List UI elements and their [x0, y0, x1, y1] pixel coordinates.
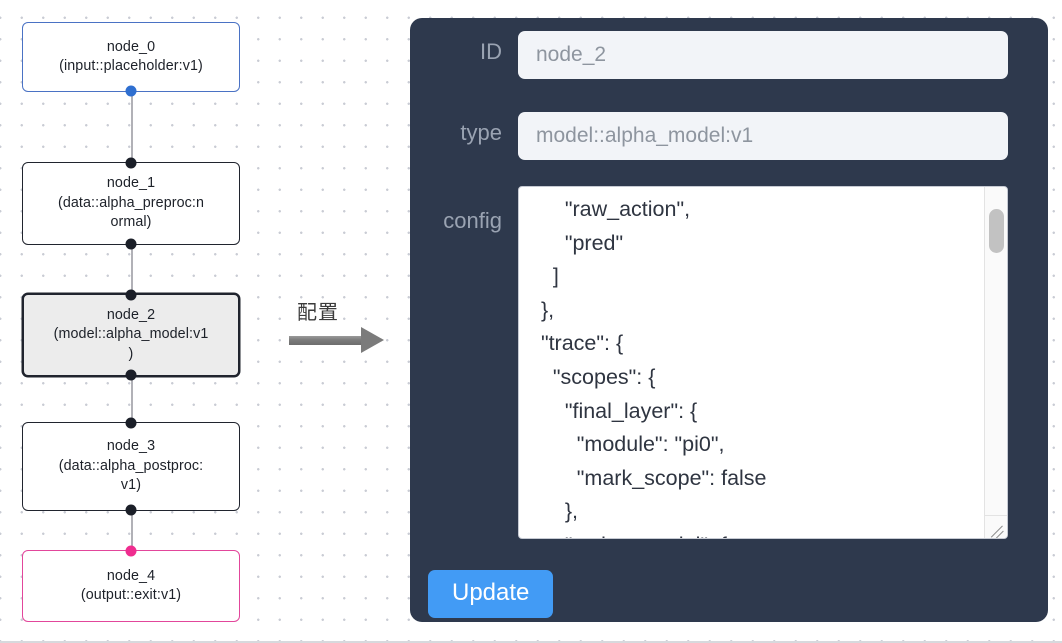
node-config-panel: ID type config "raw_action", "pred" ] },…	[410, 18, 1048, 622]
id-field-label: ID	[480, 39, 502, 64]
flow-annotation: 配置	[289, 296, 395, 362]
node-handle-target[interactable]	[125, 289, 137, 301]
type-field-label: type	[460, 120, 502, 145]
config-scrollbar[interactable]	[984, 187, 1007, 538]
edge-node0-node1	[131, 92, 134, 162]
config-textarea[interactable]: "raw_action", "pred" ] }, "trace": { "sc…	[540, 197, 767, 538]
node-handle-source[interactable]	[125, 369, 137, 381]
graph-node-label: node_4 (output::exit:v1)	[80, 567, 182, 604]
edge-node1-node2	[131, 245, 134, 293]
graph-node-node_4[interactable]: node_4 (output::exit:v1)	[22, 545, 240, 622]
field-row-type: type	[410, 112, 1008, 160]
page-bottom-edge	[0, 641, 1062, 643]
update-button[interactable]: Update	[428, 570, 554, 618]
config-field-label: config	[443, 208, 502, 233]
edge-node2-node3	[131, 377, 134, 422]
node-handle-target[interactable]	[125, 417, 137, 429]
graph-node-node_2[interactable]: node_2 (model::alpha_model:v1 )	[22, 289, 240, 381]
graph-node-label: node_1 (data::alpha_preproc:n ormal)	[57, 175, 205, 231]
graph-node-label: node_2 (model::alpha_model:v1 )	[53, 306, 209, 362]
node-handle-source[interactable]	[125, 504, 137, 516]
config-textarea-wrapper[interactable]: "raw_action", "pred" ] }, "trace": { "sc…	[518, 186, 1008, 539]
arrow-shaft	[289, 336, 363, 345]
graph-node-label: node_3 (data::alpha_postproc: v1)	[58, 438, 204, 494]
annotation-caption: 配置	[297, 300, 339, 324]
field-row-config: config "raw_action", "pred" ] }, "trace"…	[410, 186, 1008, 539]
graph-node-label: node_0 (input::placeholder:v1)	[59, 38, 203, 75]
edge-node3-node4	[131, 511, 134, 550]
graph-node-node_3[interactable]: node_3 (data::alpha_postproc: v1)	[22, 417, 240, 516]
node-handle-target[interactable]	[125, 157, 137, 169]
node-handle-source[interactable]	[125, 238, 137, 250]
node-handle-target[interactable]	[125, 545, 137, 557]
id-input[interactable]	[518, 31, 1008, 79]
config-scrollbar-thumb[interactable]	[989, 209, 1004, 253]
graph-node-node_0[interactable]: node_0 (input::placeholder:v1)	[22, 22, 240, 97]
type-input[interactable]	[518, 112, 1008, 160]
field-row-id: ID	[410, 31, 1008, 79]
node-handle-source[interactable]	[125, 85, 137, 97]
graph-canvas[interactable]: node_0 (input::placeholder:v1) node_1 (d…	[0, 0, 395, 643]
config-scrollbar-corner	[984, 515, 1007, 538]
graph-node-node_1[interactable]: node_1 (data::alpha_preproc:n ormal)	[22, 157, 240, 250]
arrow-head-icon	[361, 327, 384, 353]
